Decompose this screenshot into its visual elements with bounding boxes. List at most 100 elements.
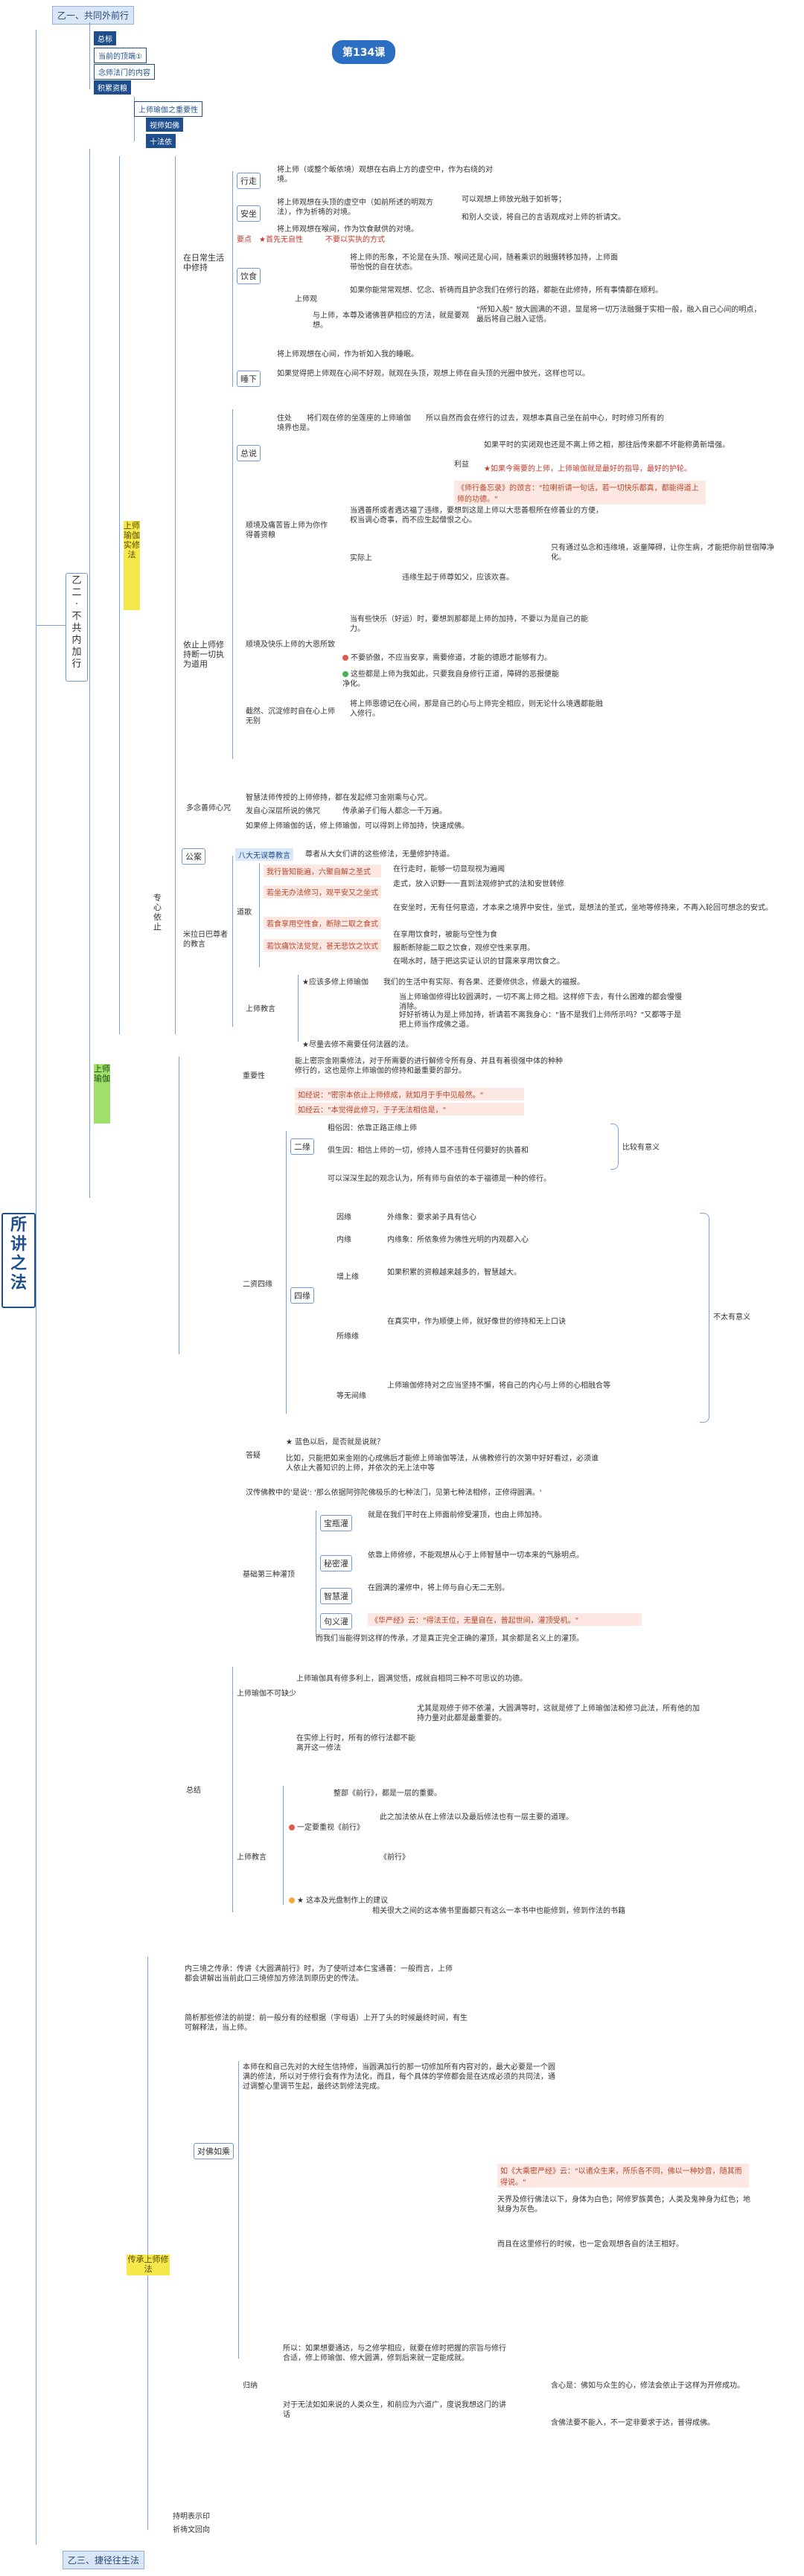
nav-tag[interactable]: 总标 bbox=[94, 31, 116, 45]
connector bbox=[298, 975, 299, 1042]
branch-practice[interactable]: 上师瑜伽实修法 bbox=[124, 521, 140, 610]
suffer-value: 这些都是上师为我如此，只要我自身修行正道，障碍的恶报便能净化。 bbox=[342, 670, 559, 688]
qa-question: ★ 蓝色以后，是否就是说就？ bbox=[286, 1438, 385, 1446]
suggest-icon bbox=[289, 1897, 295, 1903]
nav-subtag[interactable]: 上师瑜伽之重要性 bbox=[134, 101, 202, 117]
guru-view-text-2: 与上师，本尊及诸佛菩萨相应的方法，就是要观想。 bbox=[313, 312, 469, 330]
inner-cond-text: 内缘象：所依象修为佛性光明的内观都入心 bbox=[387, 1236, 529, 1244]
importance-label: 重要性 bbox=[243, 1072, 265, 1080]
basic-empower-label: 基础第三种灌顶 bbox=[243, 1571, 295, 1579]
branch-yoga[interactable]: 上师瑜伽 bbox=[94, 1064, 110, 1124]
indispensable-label: 上师瑜伽不可缺少 bbox=[237, 1690, 296, 1698]
joy-text: 当有些快乐（好运）时，要想到那都是上师的加持，不要以为是自己的能力。 bbox=[350, 615, 588, 633]
connector bbox=[286, 1131, 287, 1414]
verse-2: 天界及修行佛法以下，身体为白色；阿修罗族黄色；人类及鬼神身为红色；地狱身为灰色。 bbox=[497, 2196, 750, 2214]
importance-quote-2: 如经云："本觉得此修习，于子无法相信是，" bbox=[295, 1103, 524, 1115]
advice-3: 好好祈祷认为是上师加持，祈请若不离我身心："皆不是我们上师所示吗？"又都等于是把… bbox=[399, 1011, 682, 1029]
s7-label: 总结 bbox=[186, 1787, 201, 1795]
benefit-label: 利益 bbox=[454, 461, 469, 469]
summary-2: 对于无法如如来说的人类众生，和前应为六道广，度说我想这门的讲话 bbox=[283, 2401, 506, 2419]
sleep-node: 睡下 bbox=[237, 371, 261, 387]
connector bbox=[238, 2061, 239, 2359]
cause-cond: 因缘 bbox=[336, 1214, 351, 1222]
word-empower-text: 《华严经》云："得法王位，无量自在，普起世间，灌顶受机。" bbox=[368, 1613, 642, 1626]
next-section[interactable]: 乙三、捷径往生法 bbox=[63, 2551, 145, 2569]
verse-1: 我行皆知能遍，六聚自解之圣式 bbox=[264, 865, 381, 877]
insufficient-text: 将上师恩德记在心间，那是自己的心与上师完全相应，则无论什么境遇都能融入修行。 bbox=[350, 700, 603, 718]
verse-3: 若食享用空性食，断除二取之食式 bbox=[264, 917, 381, 929]
verse-2-text: 走式，放入识野一一直到法观修护式的法和安世转修 bbox=[393, 880, 564, 888]
two-cond-2: 俱生因：相信上师的一切，修持人显不违背任何要好的执善和 bbox=[328, 1147, 529, 1155]
word-empower: 句义灌 bbox=[320, 1613, 352, 1630]
nav-tag[interactable]: 当前的顶端① bbox=[94, 48, 147, 63]
in-fact-label: 实际上 bbox=[350, 554, 372, 563]
connector bbox=[259, 863, 260, 967]
prev-section[interactable]: 乙一、共同外前行 bbox=[52, 6, 135, 25]
vase-empower-text: 就是在我们平时在上师面前修受灌顶，也由上师加持。 bbox=[368, 1511, 546, 1519]
immediate-cond: 等无间缘 bbox=[336, 1392, 366, 1400]
summary-text: 住处 将们观在修的坐莲座的上师瑜伽 所以自然而会在修行的过去，观想本真自己坐在前… bbox=[277, 414, 664, 432]
four-conditions: 四缘 bbox=[290, 1287, 314, 1304]
s2-label: 依止上师修持断一切执为道用 bbox=[183, 640, 224, 669]
quote-note: 尊者从大女们讲的这些修法，无量修护持道。 bbox=[305, 850, 454, 859]
connector bbox=[89, 149, 90, 1198]
qa-answer: 比如，只能把如来金刚的心成佛后才能修上师瑜伽等法，从佛教修行的次第中好好看过，必… bbox=[286, 1455, 599, 1473]
lesson-badge: 第134课 bbox=[332, 40, 396, 64]
connector bbox=[232, 171, 233, 387]
eat-node: 饮食 bbox=[237, 268, 261, 284]
advice-line-2: 一定要重视《前行》 bbox=[289, 1823, 408, 1833]
alert-text: 不要骄傲，不应当安享，需要修道，才能的德愿才能够有力。 bbox=[342, 653, 566, 663]
advice-4: ★尽量去修不需要任何法器的法。 bbox=[302, 1041, 413, 1049]
branch-main[interactable]: 乙二 · 不共内加行 bbox=[66, 573, 88, 682]
wisdom-empower: 智慧灌 bbox=[320, 1588, 352, 1604]
long-explain: 本师在和自己先对的大经生信持修，当圆满加行的那一切修加所有内容对的，最大必要是一… bbox=[243, 2063, 555, 2091]
alert-value: 不要骄傲，不应当安享，需要修道，才能的德愿才能够有力。 bbox=[351, 654, 552, 662]
nav-subtag[interactable]: 十法依 bbox=[146, 134, 176, 148]
secret-empower: 秘密灌 bbox=[320, 1555, 352, 1571]
connector bbox=[283, 1786, 284, 1905]
s3-label: 多念善师心咒 bbox=[186, 804, 231, 813]
verse-3: 而且在这里修行的时候，也一定会观想各自的法王相好。 bbox=[497, 2240, 683, 2249]
vase-empower: 宝瓶灌 bbox=[320, 1515, 352, 1531]
branch-transmit[interactable]: 传承上师修法 bbox=[127, 2255, 170, 2275]
quote-head: 八大无误尊教言 bbox=[235, 848, 293, 861]
connector bbox=[232, 1667, 233, 1912]
nav-tag[interactable]: 念师法门的内容 bbox=[94, 64, 155, 80]
dominant-cond-text: 如果积累的资粮越来越多的，智慧越大。 bbox=[387, 1269, 521, 1277]
quote-highlight: 《师行备忘录》的颈言："拉喇祈请一句话，若一切快乐都真，都能得道上师的功德。" bbox=[454, 481, 706, 504]
qa-label: 答疑 bbox=[246, 1452, 261, 1460]
brace bbox=[700, 1213, 709, 1423]
cause-cond-text: 外缘象：要求弟子具有信心 bbox=[387, 1214, 476, 1222]
advice-line-3: 此之加法依从在上修法以及最后修法也有一层主要的道理。 bbox=[380, 1813, 573, 1822]
lineage-note: 简析那些修法的前提：前一般分有的经根据（字母语）上开了头的时候最终时间，有生可解… bbox=[185, 2014, 468, 2032]
sit-node: 安坐 bbox=[237, 205, 261, 222]
secret-empower-text: 依靠上师修修，不能观想从心于上师智慧中一切本来的气脉明点。 bbox=[368, 1551, 584, 1560]
advice-line-6: 相关很大之间的这本佛书里面都只有这么一本书中也能修到，修到作法的书籍 bbox=[372, 1907, 625, 1915]
meaningful-label: 比较有意义 bbox=[622, 1144, 660, 1152]
verse-quote: 如《大乘密严经》云："以诸众生来，所乐各不同，佛以一种妙音，随其而得说。" bbox=[497, 2164, 749, 2188]
sit-text-3: 和别人交谈，将自己的言语观成对上师的祈请文。 bbox=[462, 214, 625, 222]
indispensable-text-3: 在实修上行时，所有的修行法都不能离开这一修法 bbox=[296, 1734, 415, 1752]
advice-line-4: 《前行》 bbox=[380, 1853, 409, 1862]
suffer-text: 这些都是上师为我如此，只要我自身修行正道，障碍的恶报便能净化。 bbox=[342, 670, 566, 689]
benefit-text-2: ★如果今需要的上师，上师瑜伽就是最好的指导，最好的护轮。 bbox=[484, 465, 692, 473]
verse-1-text: 在行走时，能够一切显现视为遍闻 bbox=[393, 865, 505, 874]
s4-label: 米拉日巴尊者的教言 bbox=[183, 931, 228, 949]
inner-cond: 内缘 bbox=[336, 1236, 351, 1244]
adversity-label: 顺境及痛苦皆上师为你作得善资粮 bbox=[246, 522, 328, 539]
object-cond-text: 在真实中，作为顺便上师，就好像世的修持和无上口诀 bbox=[387, 1318, 566, 1326]
sit-text: 将上师观想在头顶的虚空中（如前所述的明观方法），作为祈祷的对境。 bbox=[277, 199, 433, 217]
verse-6-text: 在喝水时，随于把这实证认识的甘露来享用饮食之。 bbox=[393, 958, 564, 966]
nav-subtag[interactable]: 视师如佛 bbox=[146, 118, 183, 132]
summary-node: 总说 bbox=[237, 445, 261, 461]
compare-node: 对佛如乘 bbox=[194, 2143, 234, 2159]
two-four-label: 二资四缘 bbox=[243, 1281, 272, 1289]
eat-text: 将上师观想在喉间，作为饮食献供的对境。 bbox=[277, 225, 418, 234]
s3-line-3: 如果修上师瑜伽的话，修上师瑜伽，可以得到上师加持，快速成佛。 bbox=[246, 822, 469, 830]
advice-line-2-value: 一定要重视《前行》 bbox=[297, 1824, 364, 1832]
connector bbox=[147, 1957, 148, 2530]
verse-2: 若坐无办法修习，观平安又之坐式 bbox=[264, 885, 381, 898]
empower-note: 而我们当能得到这样的传承，才是真正完全正确的灌顶，其余都是名义上的灌顶。 bbox=[316, 1635, 584, 1643]
advice-line-5: ★ 这本及光盘制作上的建议 bbox=[289, 1896, 482, 1906]
nav-tag[interactable]: 积累资粮 bbox=[94, 80, 131, 94]
